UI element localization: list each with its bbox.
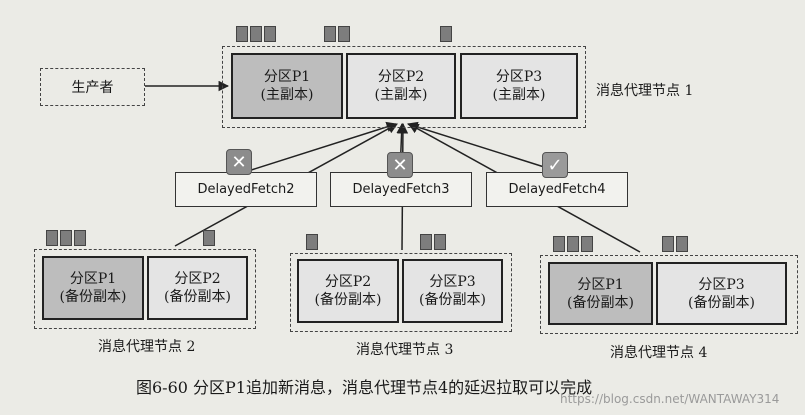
message-block [434,234,446,250]
partition-role: (备份副本) [567,294,634,311]
partition-role: (备份副本) [419,292,486,308]
fetch2-arrow [244,121,398,173]
broker-3-partition-p3: 分区P3 (备份副本) [402,259,503,323]
figure-caption: 图6-60 分区P1追加新消息，消息代理节点4的延迟拉取可以完成 [136,378,593,397]
cross-icon: ✕ [387,152,413,178]
broker-1-label: 消息代理节点 1 [596,83,694,99]
partition-role: (主副本) [260,87,314,103]
message-block [338,26,350,42]
broker-4 [540,255,798,334]
broker-3-partition-p2: 分区P2 (备份副本) [297,259,399,323]
partition-name: 分区P1 [69,271,117,287]
message-block [440,26,452,42]
cross-icon: ✕ [226,149,252,175]
broker-4-partition-p3: 分区P3 (备份副本) [656,262,787,325]
partition-role: (备份副本) [314,292,382,308]
message-block [203,230,215,246]
partition-role: (主副本) [374,87,428,103]
message-block [324,26,336,42]
broker-4-label: 消息代理节点 4 [610,345,708,361]
partition-name: 分区P2 [324,274,372,290]
partition-name: 分区P2 [377,69,425,85]
message-block [264,26,276,42]
message-block [46,230,58,246]
partition-name: 分区P1 [577,276,624,293]
broker-1-partition-p3: 分区P3 (主副本) [460,53,578,119]
delayed-fetch-3: DelayedFetch3 [330,172,472,207]
delayed-fetch-label: DelayedFetch2 [197,182,295,197]
broker-2 [34,249,256,329]
message-block [306,234,318,250]
message-block [581,236,593,252]
check-icon: ✓ [542,152,568,178]
broker-1 [222,46,586,128]
broker-2-label: 消息代理节点 2 [98,339,196,355]
broker-3-label: 消息代理节点 3 [356,342,454,358]
broker-3 [290,253,512,332]
broker-4-partition-p1: 分区P1 (备份副本) [548,262,653,325]
delayed-fetch-label: DelayedFetch4 [508,182,606,197]
partition-name: 分区P3 [429,274,476,290]
message-block [553,236,565,252]
broker-1-partition-p1: 分区P1 (主副本) [231,53,343,119]
message-block [567,236,579,252]
message-block [420,234,432,250]
message-block [676,236,688,252]
message-block [60,230,72,246]
fetch4-arrow [406,121,561,173]
partition-role: (主副本) [492,87,546,103]
partition-name: 分区P3 [495,69,543,85]
message-block [74,230,86,246]
delayed-fetch-2: DelayedFetch2 [175,172,317,207]
partition-role: (备份副本) [688,294,755,311]
watermark: https://blog.csdn.net/WANTAWAY314 [560,392,780,406]
message-block [236,26,248,42]
partition-role: (备份副本) [59,289,127,305]
message-block [250,26,262,42]
delayed-fetch-label: DelayedFetch3 [352,182,450,197]
partition-name: 分区P2 [174,271,221,287]
producer-label: 生产者 [71,80,114,96]
partition-name: 分区P1 [263,69,311,85]
partition-name: 分区P3 [698,276,745,293]
broker-2-partition-p1: 分区P1 (备份副本) [42,256,144,320]
partition-role: (备份副本) [164,289,231,305]
broker-1-partition-p2: 分区P2 (主副本) [346,53,456,119]
message-block [662,236,674,252]
broker-2-partition-p2: 分区P2 (备份副本) [147,256,248,320]
producer-box: 生产者 [40,68,145,106]
